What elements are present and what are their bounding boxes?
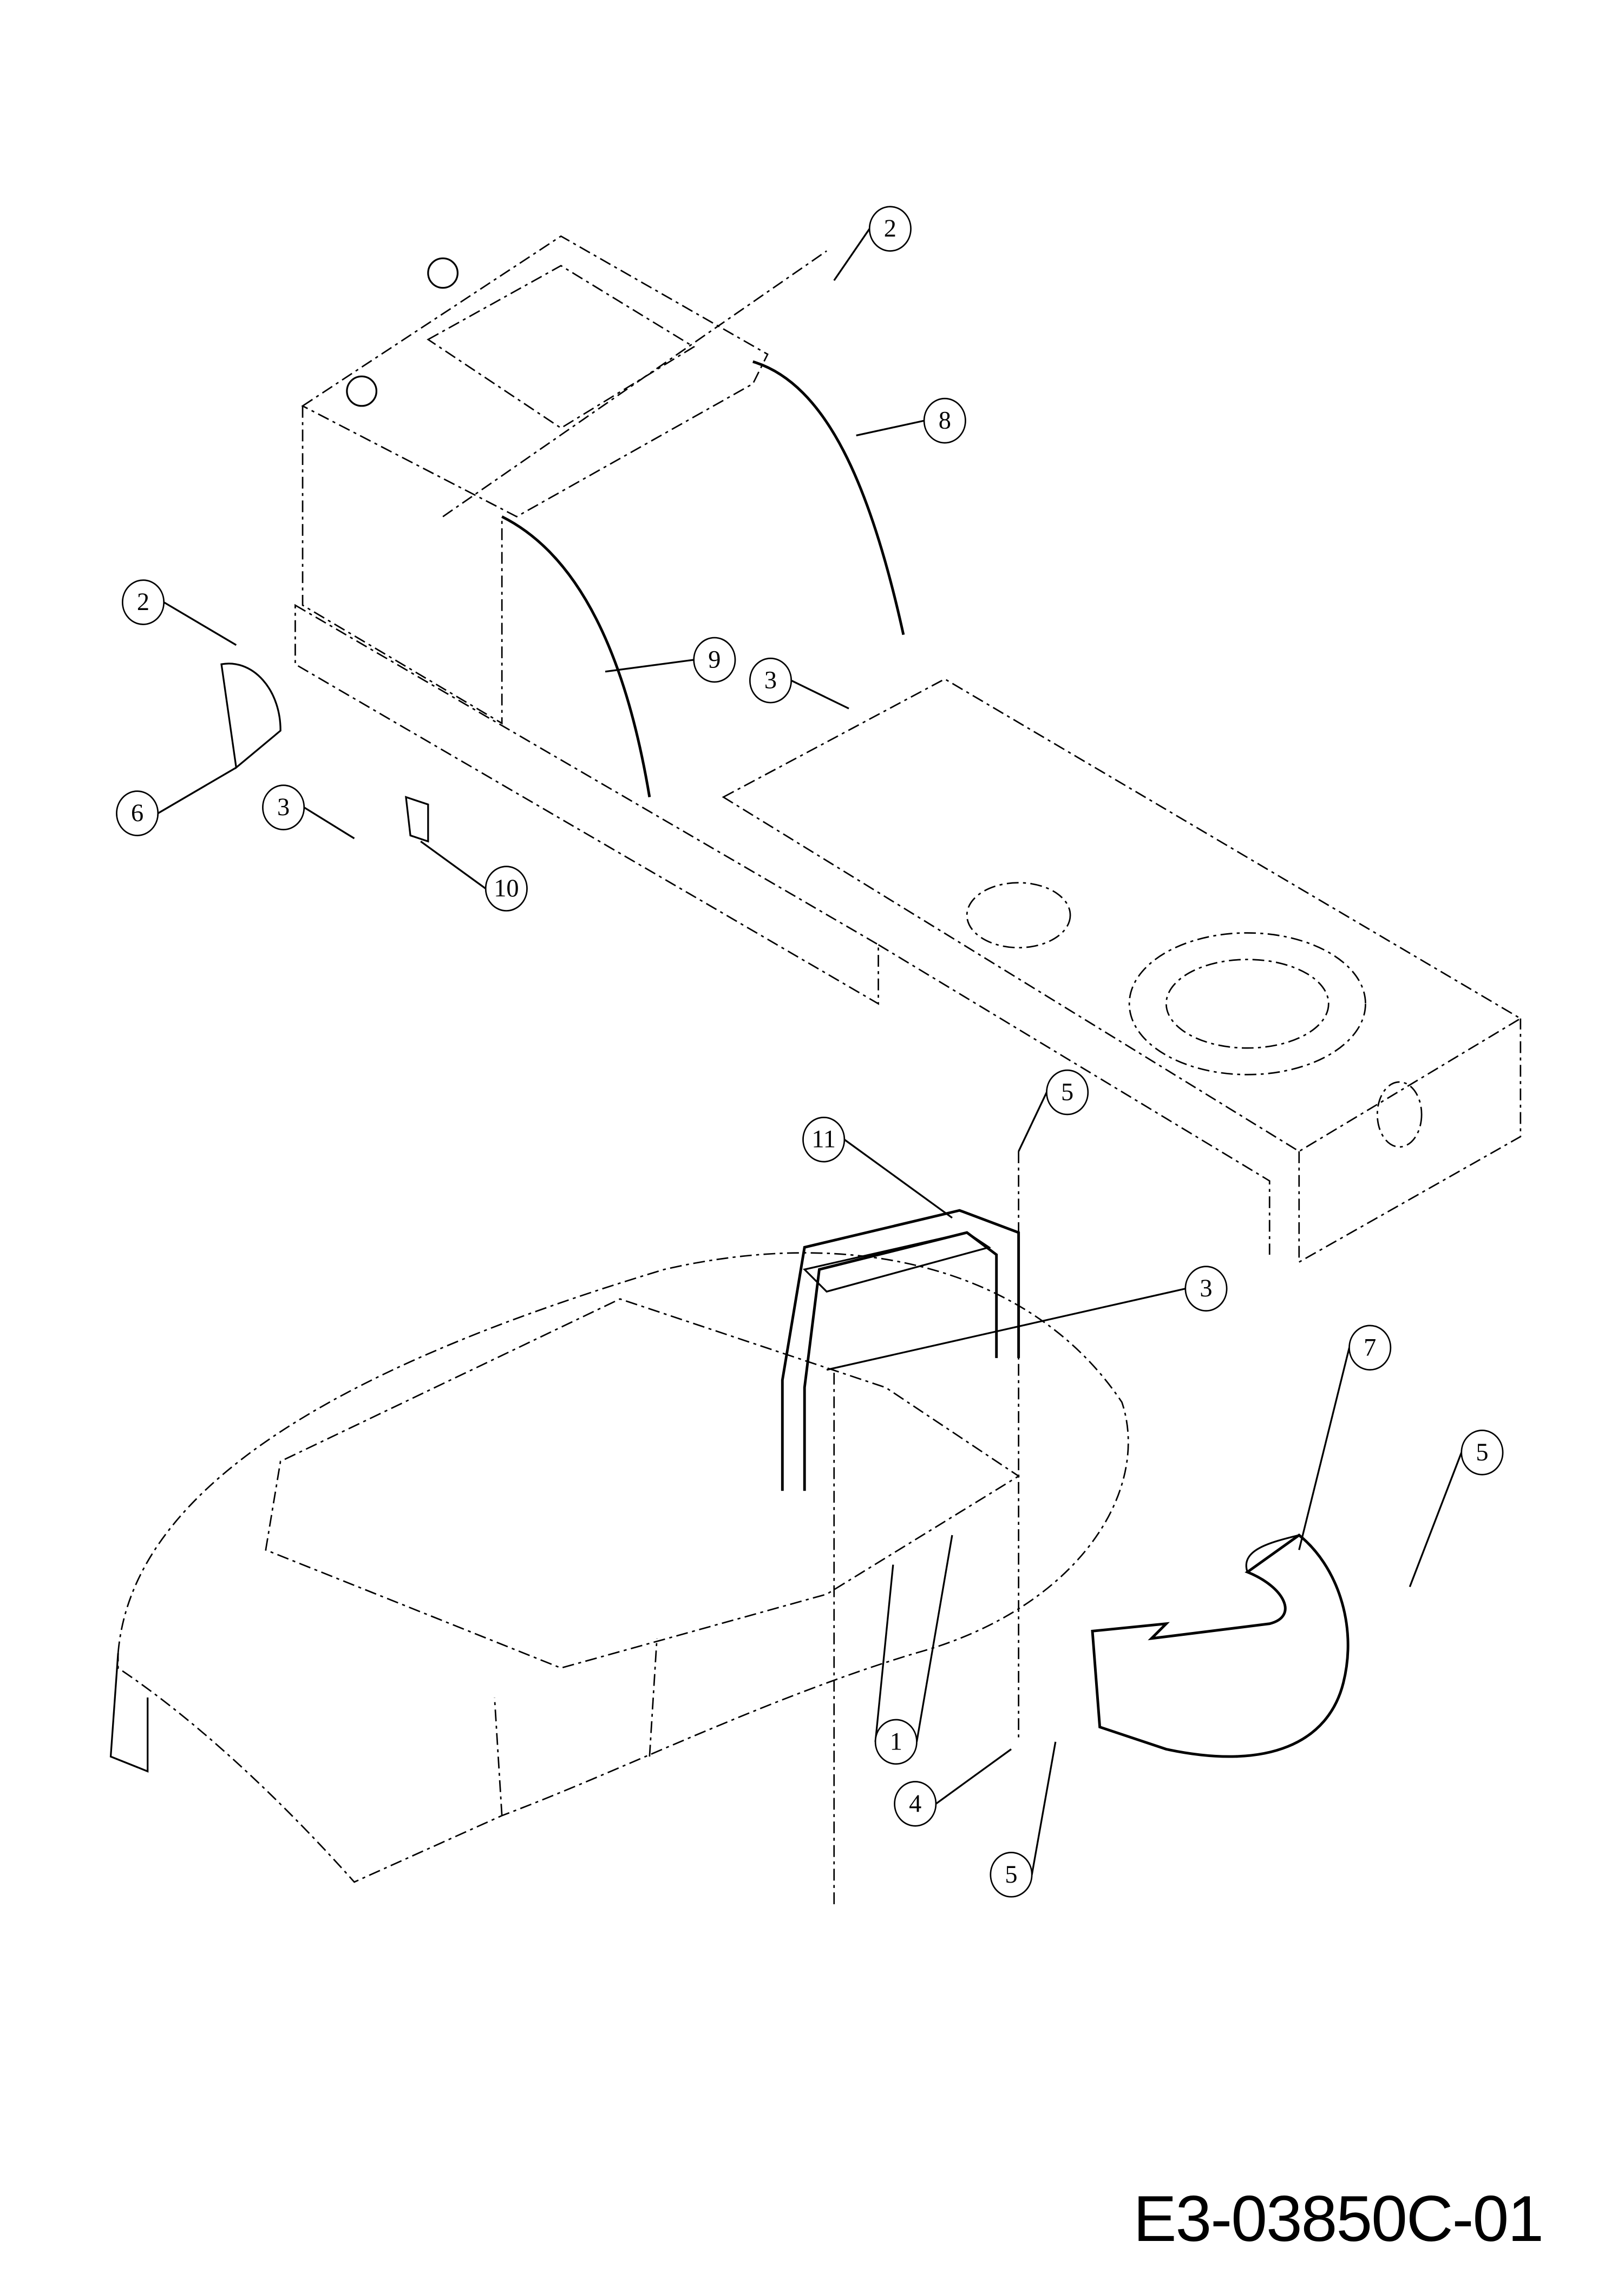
callout-11: 11	[802, 1116, 953, 1219]
callout-circle	[923, 397, 966, 444]
callout-6: 6	[116, 766, 237, 836]
callout-number: 9	[708, 646, 721, 673]
callout-3: 3	[826, 1266, 1228, 1371]
callout-number: 4	[909, 1790, 921, 1818]
callout-circle	[1046, 1069, 1089, 1116]
leader-line	[874, 1564, 894, 1742]
callout-circle	[262, 784, 305, 830]
callout-circle	[802, 1116, 846, 1163]
callout-circle	[894, 1781, 937, 1827]
callout-circle	[868, 206, 912, 252]
mower-deck	[109, 1252, 1129, 1883]
callout-number: 11	[811, 1126, 836, 1153]
callout-4: 4	[894, 1748, 1012, 1827]
leader-line	[935, 1748, 1012, 1805]
assembly-axis-lines	[833, 1151, 1019, 1904]
callout-circle	[1461, 1430, 1504, 1476]
callouts: 2 8 2 9 3 6 3 10 5 11 3 7 5 1 4 5	[116, 206, 1504, 1898]
chassis-frame	[220, 235, 1522, 1263]
leader-line	[1409, 1452, 1463, 1588]
leader-line	[1018, 1092, 1047, 1152]
callout-1: 1	[874, 1535, 953, 1765]
callout-circle	[116, 790, 159, 836]
callout-circle	[1348, 1325, 1392, 1371]
leader-line	[303, 807, 355, 840]
leader-line	[915, 1535, 953, 1742]
callout-circle	[1184, 1266, 1228, 1312]
callout-number: 5	[1005, 1861, 1017, 1889]
callout-number: 6	[131, 799, 143, 827]
callout-number: 2	[137, 588, 149, 616]
callout-7: 7	[1298, 1325, 1392, 1550]
leader-line	[420, 841, 487, 889]
callout-number: 5	[1476, 1439, 1488, 1466]
leader-line	[605, 659, 694, 673]
callout-circle	[484, 866, 528, 912]
leader-line	[843, 1138, 953, 1219]
callout-3: 3	[749, 657, 849, 710]
callout-9: 9	[605, 637, 736, 683]
callout-2: 2	[121, 579, 237, 646]
callout-circle	[693, 637, 736, 683]
belt-cover	[1091, 1533, 1350, 1758]
leader-line	[1031, 1741, 1057, 1875]
callout-circle	[874, 1719, 918, 1765]
callout-5: 5	[1018, 1069, 1089, 1152]
callout-number: 10	[494, 875, 519, 902]
callout-number: 7	[1364, 1334, 1376, 1361]
callout-5: 5	[1409, 1430, 1504, 1588]
callout-number: 3	[277, 794, 290, 821]
leader-line	[163, 601, 237, 646]
callout-number: 3	[1200, 1275, 1212, 1302]
callout-3: 3	[262, 784, 355, 840]
leader-line	[833, 228, 870, 281]
callout-10: 10	[420, 841, 528, 912]
callout-circle	[749, 657, 793, 704]
callout-5: 5	[990, 1741, 1057, 1898]
callout-number: 5	[1061, 1078, 1073, 1106]
callout-number: 3	[764, 667, 777, 694]
leader-line	[1298, 1347, 1351, 1550]
callout-circle	[121, 579, 165, 625]
leader-line	[790, 679, 849, 710]
drawing-number: E3-03850C-01	[1133, 2182, 1544, 2255]
callout-number: 2	[884, 215, 896, 242]
callout-circle	[990, 1852, 1033, 1898]
leader-line	[157, 766, 237, 814]
callout-number: 8	[939, 407, 951, 435]
leader-line	[826, 1288, 1186, 1371]
callout-2: 2	[833, 206, 912, 281]
callout-8: 8	[856, 397, 966, 444]
callout-number: 1	[890, 1728, 902, 1755]
leader-line	[856, 420, 925, 437]
